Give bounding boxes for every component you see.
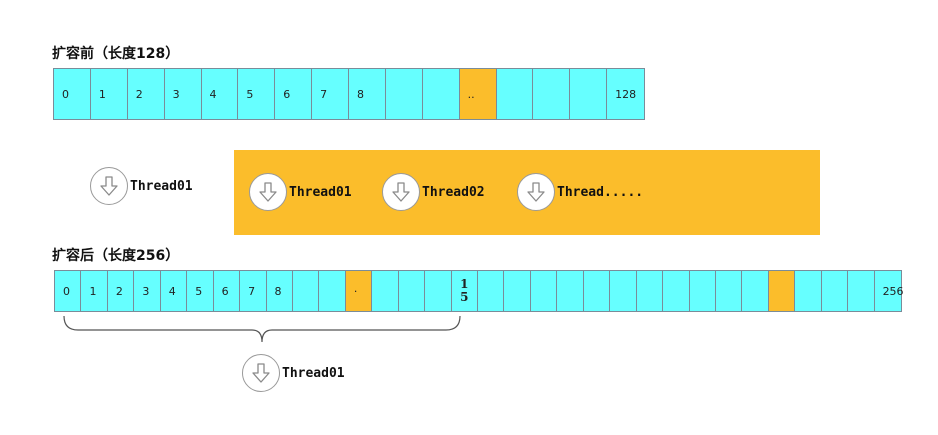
arrow-down-circle-icon <box>517 173 555 211</box>
after-cell <box>557 271 584 311</box>
after-cell <box>821 271 849 311</box>
after-cell <box>636 271 664 311</box>
before-cell: 2 <box>127 69 165 119</box>
thread-band-1: Thread01 <box>249 173 352 211</box>
thread-label: Thread01 <box>130 178 193 194</box>
after-cell <box>663 271 690 311</box>
cell-digit: 1 <box>460 277 469 291</box>
after-cell <box>715 271 743 311</box>
arrow-down-circle-icon <box>382 173 420 211</box>
arrow-down-circle-icon <box>242 354 280 392</box>
after-cell <box>768 271 796 311</box>
after-cell: · <box>345 271 373 311</box>
after-cell: 6 <box>213 271 241 311</box>
after-cell: 5 <box>187 271 214 311</box>
thread-label: Thread01 <box>282 365 345 381</box>
before-cell <box>533 69 571 119</box>
after-cell: 4 <box>160 271 188 311</box>
cell-digit: 5 <box>460 290 469 304</box>
before-cell: 1 <box>90 69 128 119</box>
after-cell: 2 <box>107 271 135 311</box>
before-cell <box>496 69 534 119</box>
thread-label: Thread02 <box>422 184 485 200</box>
after-cell <box>319 271 346 311</box>
after-cell: 1 <box>81 271 108 311</box>
before-cell <box>422 69 460 119</box>
after-title: 扩容后（长度256） <box>52 248 180 264</box>
after-cell <box>848 271 875 311</box>
thread-band: Thread01 Thread02 Thread..... <box>234 150 820 235</box>
after-cell <box>742 271 769 311</box>
before-cell <box>385 69 423 119</box>
thread-band-2: Thread02 <box>382 173 485 211</box>
after-cell <box>610 271 637 311</box>
before-cell: 5 <box>238 69 276 119</box>
thread-bottom: Thread01 <box>242 354 345 392</box>
before-cell: 128 <box>607 69 644 119</box>
before-cell: 6 <box>275 69 313 119</box>
after-cell <box>292 271 320 311</box>
after-cell <box>398 271 426 311</box>
arrow-down-circle-icon <box>249 173 287 211</box>
after-cell: 0 <box>55 271 82 311</box>
before-cell: 7 <box>312 69 349 119</box>
before-cell: 8 <box>349 69 386 119</box>
before-cell: 3 <box>164 69 202 119</box>
after-cell <box>583 271 611 311</box>
thread-band-3: Thread..... <box>517 173 643 211</box>
before-cell: .. <box>459 69 497 119</box>
after-cell <box>372 271 399 311</box>
before-cell: 4 <box>201 69 239 119</box>
thread-label: Thread..... <box>557 184 644 200</box>
after-cell: 3 <box>134 271 161 311</box>
after-cell <box>425 271 452 311</box>
after-cell <box>795 271 822 311</box>
after-cell: 7 <box>240 271 267 311</box>
thread-left: Thread01 <box>90 167 193 205</box>
before-title: 扩容前（长度128） <box>52 46 180 62</box>
after-cell <box>689 271 716 311</box>
thread-label: Thread01 <box>289 184 352 200</box>
before-cell <box>570 69 608 119</box>
after-cell <box>530 271 558 311</box>
after-cell: 256 <box>874 271 904 311</box>
after-cell <box>504 271 531 311</box>
arrow-down-circle-icon <box>90 167 128 205</box>
before-cell: 0 <box>54 69 91 119</box>
after-cell: 8 <box>266 271 293 311</box>
after-cell <box>478 271 505 311</box>
